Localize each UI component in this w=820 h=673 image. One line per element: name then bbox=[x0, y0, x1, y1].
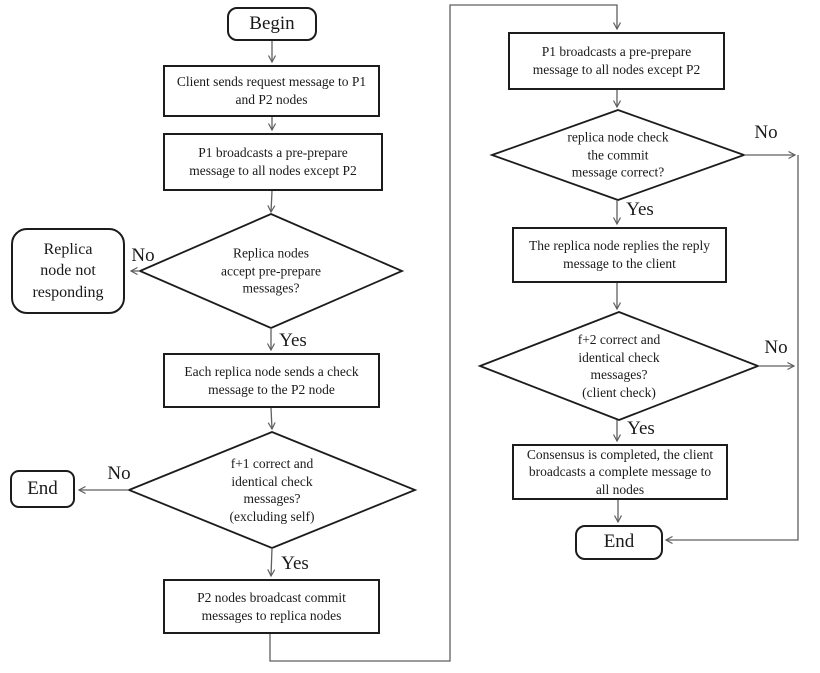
process-replica-check: Each replica node sends a check message … bbox=[163, 353, 380, 408]
label-yes-commit-correct: Yes bbox=[626, 199, 654, 220]
node-line: all nodes bbox=[595, 481, 645, 497]
label-no-f2-check: No bbox=[764, 337, 788, 358]
node-line: message to all nodes except P2 bbox=[189, 163, 357, 178]
decision-f1-check-text: f+1 correct and identical check messages… bbox=[197, 455, 347, 525]
process-p1-broadcast-2: P1 broadcasts a pre-prepare message to a… bbox=[508, 32, 725, 90]
node-line: messages? bbox=[590, 367, 648, 382]
node-line: identical check bbox=[578, 349, 660, 365]
node-line: messages to replica nodes bbox=[201, 607, 342, 623]
node-line: (client check) bbox=[582, 384, 656, 400]
process-p1-broadcast-1: P1 broadcasts a pre-prepare message to a… bbox=[163, 133, 383, 191]
node-line: message to the client bbox=[563, 256, 676, 271]
decision-accept-preprepare-text: Replica nodes accept pre-prepare message… bbox=[196, 245, 346, 298]
start-node: Begin bbox=[227, 7, 317, 41]
node-line: The replica node replies the reply bbox=[528, 238, 711, 254]
node-line: and P2 nodes bbox=[235, 92, 308, 107]
decision-f1-check bbox=[126, 431, 418, 549]
label-yes-f2-check: Yes bbox=[627, 418, 655, 439]
node-line: message to the P2 node bbox=[208, 381, 335, 397]
terminal-replica-not-responding: Replica node not responding bbox=[11, 228, 125, 314]
decision-f2-check-text: f+2 correct and identical check messages… bbox=[544, 331, 694, 401]
node-line: responding bbox=[32, 283, 104, 301]
node-line: accept pre-prepare bbox=[220, 263, 322, 279]
node-line: End bbox=[603, 531, 635, 553]
process-client-request: Client sends request message to P1 and P… bbox=[163, 65, 380, 117]
node-line: Each replica node sends a check bbox=[184, 363, 359, 379]
node-line: End bbox=[27, 477, 58, 499]
label-no-accept-preprepare: No bbox=[131, 245, 155, 266]
arrow-p1-broadcast-to-accept-decision bbox=[271, 190, 272, 212]
node-line: message to all nodes except P2 bbox=[532, 62, 701, 77]
node-line: messages? bbox=[242, 280, 300, 296]
decision-accept-preprepare bbox=[137, 213, 405, 329]
label-yes-accept-preprepare: Yes bbox=[279, 330, 307, 351]
node-line: node not bbox=[40, 262, 96, 280]
node-line: replica node check bbox=[567, 129, 669, 145]
node-line: (excluding self) bbox=[229, 508, 315, 524]
node-line: P1 broadcasts a pre-prepare bbox=[198, 145, 348, 161]
node-line: P1 broadcasts a pre-prepare bbox=[541, 44, 692, 60]
node-line: P2 nodes broadcast commit bbox=[197, 589, 346, 605]
arrow-no-branch-to-end-right bbox=[666, 155, 799, 540]
node-line: Client sends request message to P1 bbox=[176, 74, 367, 90]
node-line: Consensus is completed, the client bbox=[526, 446, 714, 462]
label-no-f1-check: No bbox=[107, 463, 131, 484]
node-line: message correct? bbox=[571, 164, 665, 180]
end-node-left: End bbox=[10, 470, 75, 508]
node-line: f+2 correct and bbox=[577, 331, 661, 347]
process-consensus-complete: Consensus is completed, the client broad… bbox=[512, 444, 728, 500]
node-line: messages? bbox=[243, 491, 301, 506]
node-line: Replica bbox=[43, 240, 93, 258]
node-line: Begin bbox=[249, 12, 295, 34]
label-yes-f1-check: Yes bbox=[281, 553, 309, 574]
node-line: Replica nodes bbox=[232, 245, 310, 261]
process-reply-client: The replica node replies the reply messa… bbox=[512, 227, 727, 283]
arrow-replica-check-to-f1-decision bbox=[271, 407, 272, 429]
label-no-commit-correct: No bbox=[754, 122, 778, 143]
arrow-loop-p2-commit-to-p1-broadcast-2 bbox=[269, 4, 617, 662]
decision-commit-correct-text: replica node check the commit message co… bbox=[543, 129, 693, 182]
node-line: f+1 correct and bbox=[230, 455, 314, 471]
node-line: broadcasts a complete message to bbox=[528, 464, 712, 480]
arrow-yes-to-p2-commit bbox=[271, 547, 272, 576]
end-node-right: End bbox=[575, 525, 663, 560]
node-line: the commit bbox=[587, 147, 649, 163]
process-p2-commit: P2 nodes broadcast commit messages to re… bbox=[163, 579, 380, 634]
node-line: identical check bbox=[231, 473, 313, 489]
